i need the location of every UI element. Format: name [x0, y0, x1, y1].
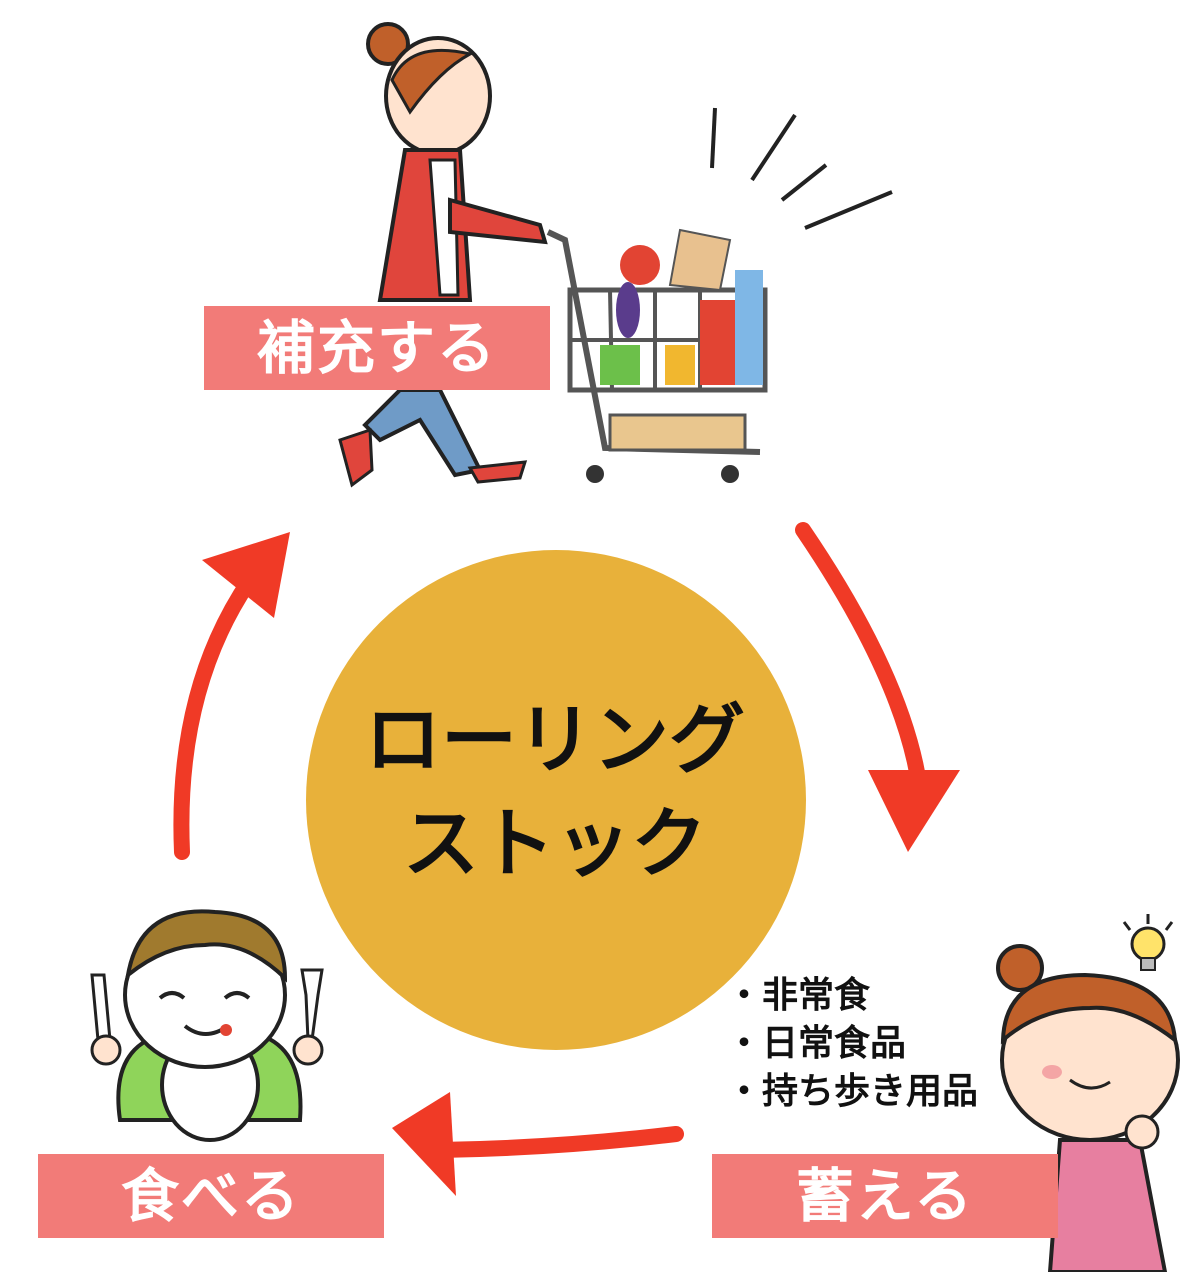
arrow-replenish-to-store: [803, 530, 960, 852]
arrow-eat-to-replenish: [181, 532, 290, 852]
step-label-replenish: 補充する: [204, 306, 550, 390]
store-items-list: ・非常食 ・日常食品 ・持ち歩き用品: [726, 972, 978, 1116]
center-title: ローリング ストック: [305, 688, 805, 896]
arrow-store-to-eat: [392, 1092, 676, 1196]
center-title-line1: ローリング: [305, 688, 805, 792]
eating-child-illustration: [92, 911, 322, 1140]
step-label-store: 蓄える: [712, 1154, 1058, 1238]
list-item: ・持ち歩き用品: [726, 1068, 978, 1116]
list-item: ・日常食品: [726, 1020, 978, 1068]
center-title-line2: ストック: [305, 792, 805, 896]
shopping-woman-illustration: [340, 24, 892, 485]
list-item: ・非常食: [726, 972, 978, 1020]
step-label-eat: 食べる: [38, 1154, 384, 1238]
